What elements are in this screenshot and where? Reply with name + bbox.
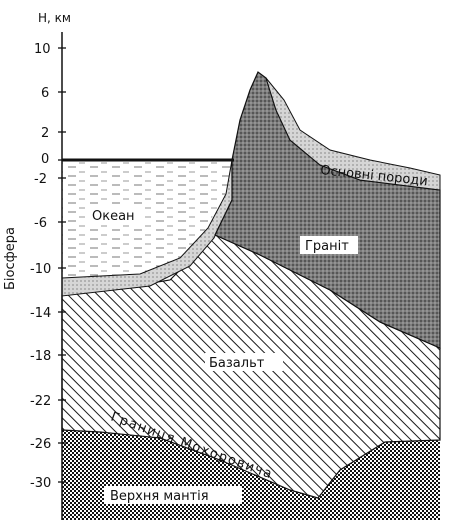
tick-label: -14 (30, 306, 51, 321)
ocean-label-bg (88, 206, 144, 224)
basalt-label: Базальт (209, 356, 265, 371)
mantle-label-bg (104, 486, 242, 504)
y-axis-ticks (58, 47, 66, 483)
tick-label: 2 (41, 126, 49, 141)
tick-label: 6 (41, 86, 49, 101)
tick-label: -10 (30, 262, 51, 277)
ocean-water (62, 160, 232, 280)
granite-label-bg (300, 236, 358, 254)
tick-label: 10 (34, 42, 51, 57)
tick-label: 0 (41, 152, 49, 167)
tick-label: -22 (30, 394, 51, 409)
tick-label: -30 (30, 476, 51, 491)
ocean-label: Океан (92, 209, 135, 224)
tick-label: -6 (34, 216, 47, 231)
biosphere-side-label: Біосфера (3, 227, 18, 290)
tick-label: -18 (30, 349, 51, 364)
granite-label: Граніт (305, 239, 349, 254)
y-axis-title: Н, км (38, 11, 71, 25)
sedimentary-layer (265, 77, 441, 191)
upper-mantle-label: Верхня мантія (110, 489, 209, 504)
basalt-label-bg (205, 353, 283, 371)
tick-label: -2 (34, 172, 47, 187)
tick-label: -26 (30, 437, 51, 452)
